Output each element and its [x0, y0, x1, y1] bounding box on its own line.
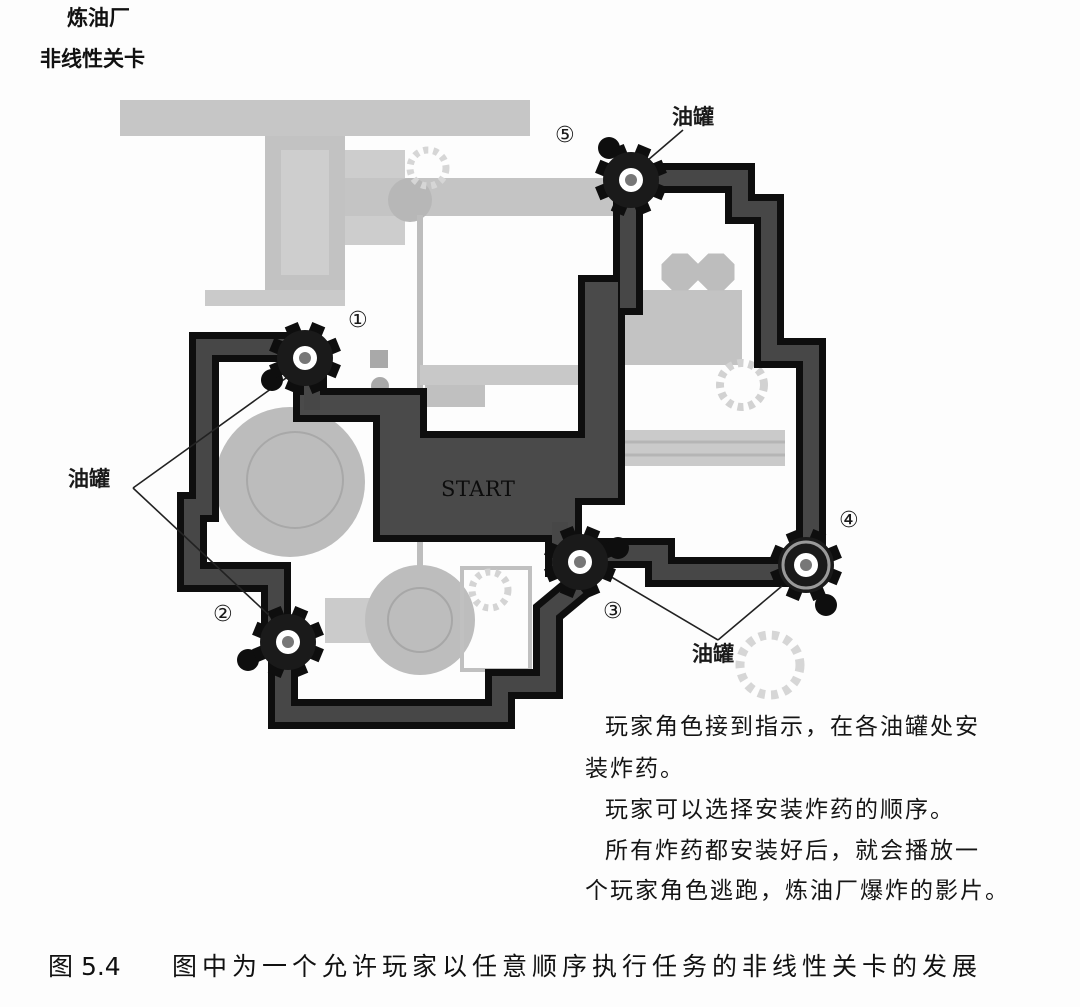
- corridor-north-east: [628, 170, 819, 564]
- marker-number-2: ②: [213, 602, 233, 627]
- storage-tank-large-rim: [246, 431, 344, 529]
- oil-tank-3-gear-icon: [544, 526, 629, 598]
- corridor-north-east-outline: [621, 163, 826, 571]
- marker-number-4: ④: [839, 508, 859, 533]
- start-area: [300, 282, 618, 535]
- ledge-left: [205, 290, 345, 306]
- corridor-bottom-loop: [275, 580, 584, 722]
- tank-valve-knob: [815, 594, 837, 616]
- gear-axle: [282, 636, 294, 648]
- callout-oil-tank-bottom: 油罐: [692, 642, 734, 666]
- corridor-east: [600, 545, 803, 580]
- background-structures: [120, 100, 805, 700]
- description-line: 装炸药。: [585, 756, 685, 782]
- pipe-horizontal: [345, 178, 620, 216]
- callout-lines: [132, 129, 783, 641]
- building-block-left-inner: [281, 150, 329, 275]
- corridor-left-loop: [184, 339, 308, 643]
- octagon-tank-right: [697, 253, 735, 291]
- tank-valve-knob: [237, 649, 259, 671]
- gear-ring: [781, 540, 831, 590]
- marker-number-3: ③: [603, 599, 623, 624]
- callout-line-top-to-tank-5: [647, 129, 684, 161]
- storage-tank-mid: [365, 565, 475, 675]
- gear-axle: [625, 174, 637, 186]
- marker-number-5: ⑤: [555, 123, 575, 148]
- description-line: 个玩家角色逃跑，炼油厂爆炸的影片。: [585, 878, 1010, 904]
- callout-oil-tank-top: 油罐: [672, 105, 714, 129]
- gear-axle: [574, 556, 586, 568]
- oil-tank-markers: [237, 137, 842, 678]
- callout-line-bottom-to-tank-3: [607, 574, 719, 641]
- description-line: 所有炸药都安装好后，就会播放一: [605, 838, 980, 864]
- faint-gear-icon: [716, 359, 768, 411]
- gear-axle: [299, 352, 311, 364]
- oil-tank-4-gear-icon: [770, 529, 842, 616]
- map-subtitle: 非线性关卡: [40, 47, 145, 71]
- storage-tank-mid-rim: [387, 587, 453, 653]
- small-tank-top: [388, 178, 432, 222]
- figure-number: 图 5.4: [48, 952, 121, 981]
- pipe-stripes: [620, 430, 785, 466]
- figure-caption-text: 图中为一个允许玩家以任意顺序执行任务的非线性关卡的发展: [172, 952, 983, 981]
- oil-tank-5-gear-icon: [595, 137, 667, 216]
- callout-line-left-to-tank-2: [132, 487, 273, 619]
- start-label: START: [441, 477, 516, 501]
- oil-tank-1-gear-icon: [261, 322, 341, 394]
- callout-line-bottom-to-tank-4: [717, 585, 783, 641]
- faint-gear-icon: [406, 146, 450, 190]
- octagon-tank-left: [661, 253, 699, 291]
- callout-oil-tank-left: 油罐: [68, 467, 110, 491]
- description-line: 玩家可以选择安装炸药的顺序。: [605, 797, 955, 823]
- gear-axle: [800, 559, 812, 571]
- description-line: 玩家角色接到指示，在各油罐处安: [605, 714, 980, 740]
- pipe-rack-top: [120, 100, 530, 136]
- marker-number-1: ①: [348, 308, 368, 333]
- pipe-block-mid: [420, 365, 615, 385]
- corridor-fills: [184, 170, 819, 722]
- small-square: [370, 350, 388, 368]
- faint-gear-icon: [468, 568, 512, 612]
- faint-gear-icon: [735, 630, 805, 700]
- valve-block: [425, 385, 485, 407]
- oil-tank-2-gear-icon: [237, 606, 324, 678]
- map-title: 炼油厂: [67, 6, 130, 30]
